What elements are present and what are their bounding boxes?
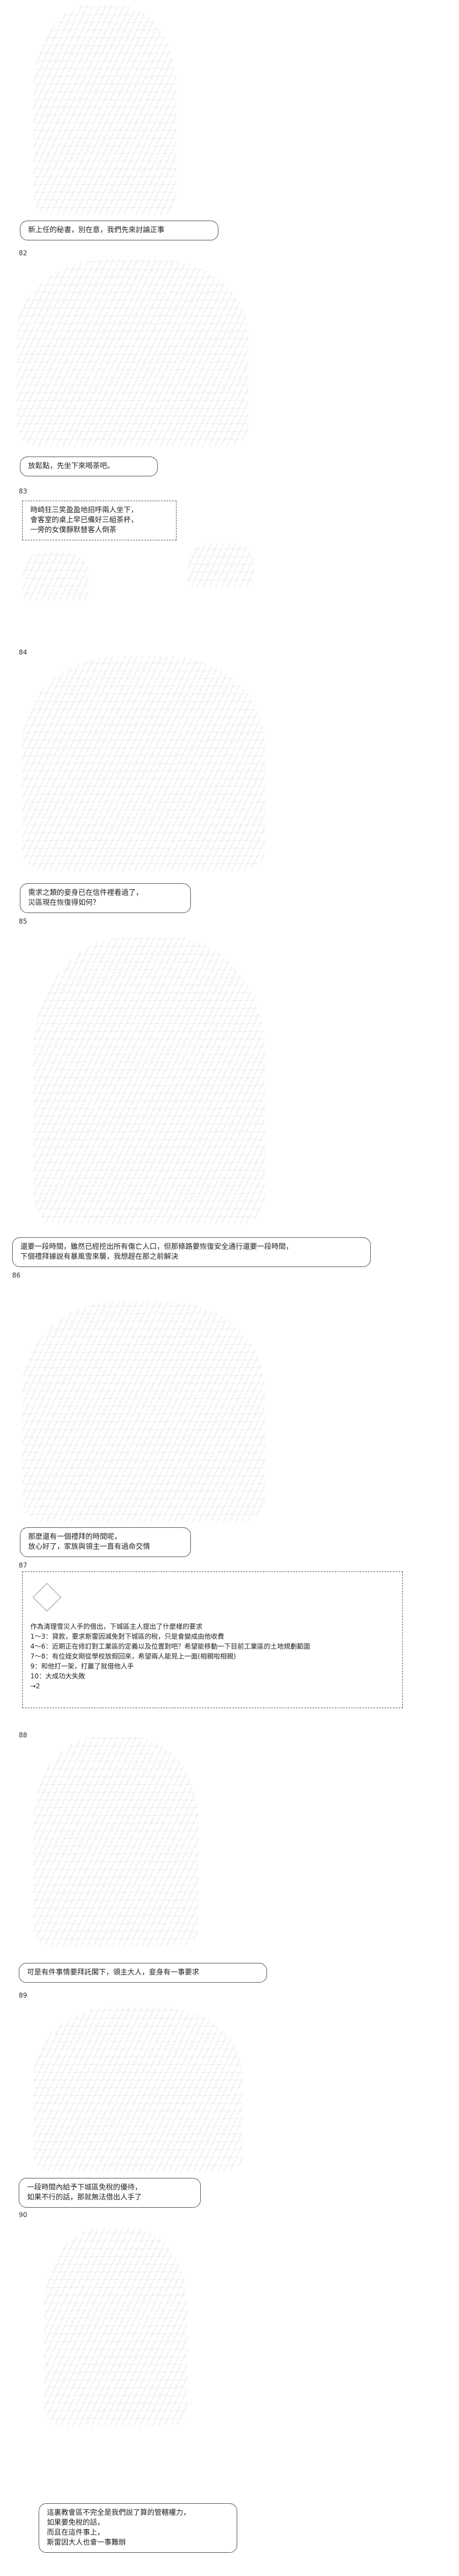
- choice-option: 7～8：有位姪女剛從學校放假回來，希望兩人能見上一面(相親啦相親): [30, 1652, 236, 1660]
- dice-choice-box: 作為清理雪災人手的借出，下城區主人提出了什麼樣的要求 1～3：貸款，要求斯雷因減…: [22, 1571, 403, 1708]
- narration-line: 作為清理雪災人手的借出，下城區主人提出了什麼樣的要求: [30, 1623, 203, 1630]
- panel-number: 85: [19, 917, 28, 925]
- panel-number: 90: [19, 2211, 28, 2219]
- dialogue-line: 新上任的秘書，別在意，我們先來討論正事: [28, 226, 165, 234]
- speech-bubble-1: 新上任的秘書，別在意，我們先來討論正事: [20, 221, 218, 240]
- teacup-art: [188, 543, 254, 587]
- character-art-5: [22, 1301, 265, 1522]
- speech-bubble-2: 放鬆點，先坐下來喝茶吧。: [20, 457, 158, 476]
- panel-number: 88: [19, 1731, 28, 1739]
- dialogue-line: 斯雷因大人也會一事難辦: [47, 2539, 126, 2547]
- choice-option: 1～3：貸款，要求斯雷因減免對下城區的稅，只是會變成由他收費: [30, 1633, 225, 1640]
- narration-line: 會客室的桌上早已備好三組茶杯，: [30, 516, 138, 524]
- cake-art: [22, 551, 88, 601]
- character-art-2: [17, 259, 248, 447]
- narration-box-1: 時崎狂三笑盈盈地招呼兩人坐下， 會客室的桌上早已備好三組茶杯， 一旁的女僕靜默替…: [22, 501, 177, 540]
- dialogue-line: 需求之類的妾身已在信件裡看過了，: [28, 889, 143, 897]
- character-art-8: [44, 2228, 188, 2426]
- character-art-3: [22, 656, 265, 871]
- choice-option: 10：大成功大失敗: [30, 1672, 86, 1680]
- dialogue-line: 災區現在恢復得如何？: [28, 899, 100, 907]
- panel-number: 86: [12, 1271, 21, 1279]
- dialogue-line: 如果要免稅的話，: [47, 2519, 105, 2527]
- speech-bubble-4: 還要一段時間，雖然已經挖出所有傷亡人口，但那條路要恢復安全通行還要一段時間， 下…: [12, 1237, 371, 1267]
- dice-result: →2: [30, 1682, 40, 1690]
- character-art-7: [33, 2007, 243, 2172]
- character-art-6: [33, 1737, 199, 1946]
- character-art-1: [33, 6, 177, 215]
- speech-bubble-8: 這裏教會區不完全是我們說了算的管轄權力， 如果要免稅的話， 而且在這件事上， 斯…: [39, 2503, 237, 2553]
- speech-bubble-5: 那麼還有一個禮拜的時間呢， 放心好了，家族與領主一直有過命交情: [20, 1527, 191, 1557]
- narration-line: 一旁的女僕靜默替客人倒茶: [30, 526, 117, 534]
- panel-number: 82: [19, 249, 28, 257]
- character-art-4: [33, 937, 265, 1224]
- dialogue-line: 這裏教會區不完全是我們說了算的管轄權力，: [47, 2509, 191, 2517]
- panel-number: 87: [19, 1561, 28, 1569]
- dialogue-line: 可是有件事情要拜託閣下，領主大人，妾身有一事要求: [27, 1968, 200, 1977]
- speech-bubble-6: 可是有件事情要拜託閣下，領主大人，妾身有一事要求: [19, 1963, 267, 1983]
- dialogue-line: 而且在這件事上，: [47, 2529, 105, 2537]
- dialogue-line: 那麼還有一個禮拜的時間呢，: [28, 1533, 122, 1541]
- dialogue-line: 一段時間內給予下城區免稅的優待，: [27, 2183, 142, 2192]
- narration-line: 時崎狂三笑盈盈地招呼兩人坐下，: [30, 506, 138, 514]
- dialogue-line: 放心好了，家族與領主一直有過命交情: [28, 1543, 151, 1551]
- choice-option: 9：和他打一架，打贏了就借他人手: [30, 1662, 134, 1670]
- speech-bubble-3: 需求之類的妾身已在信件裡看過了， 災區現在恢復得如何？: [20, 883, 191, 913]
- dialogue-line: 還要一段時間，雖然已經挖出所有傷亡人口，但那條路要恢復安全通行還要一段時間，: [20, 1243, 293, 1251]
- dialogue-line: 放鬆點，先坐下來喝茶吧。: [28, 462, 115, 470]
- speech-bubble-7: 一段時間內給予下城區免稅的優待， 如果不行的話，那就無法借出人手了: [19, 2178, 201, 2208]
- choice-option: 4～6：近期正在修訂對工業區的定義以及位置對吧？希望能移動一下目前工業區的土地規…: [30, 1643, 311, 1650]
- panel-number: 89: [19, 1992, 28, 1999]
- dialogue-line: 下個禮拜據說有暴風雪來襲，我想趕在那之前解決: [20, 1253, 179, 1261]
- dice-icon: [33, 1583, 61, 1612]
- panel-number: 84: [19, 648, 28, 656]
- dialogue-line: 如果不行的話，那就無法借出人手了: [27, 2193, 142, 2202]
- panel-number: 83: [19, 487, 28, 495]
